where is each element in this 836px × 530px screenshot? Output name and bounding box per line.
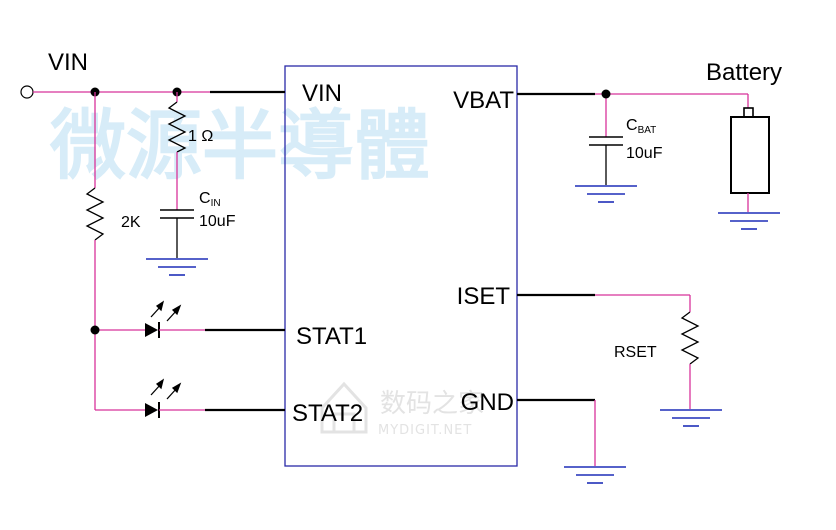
watermark-chinese-text: 微源半導體 xyxy=(49,101,430,190)
vin-rail xyxy=(20,85,285,99)
ground-symbol xyxy=(718,212,780,230)
charger-ic-body xyxy=(284,65,518,467)
cin-label-main: C xyxy=(199,190,211,207)
vin-node-label: VIN xyxy=(48,49,88,76)
gnd-branch xyxy=(517,398,596,466)
led-stat1 xyxy=(145,300,285,338)
pin-vin-label: VIN xyxy=(302,80,342,107)
battery-symbol xyxy=(730,107,770,212)
resistor-1ohm-label: 1 Ω xyxy=(188,128,213,145)
ground-symbol xyxy=(575,185,637,203)
ground-symbol xyxy=(146,258,208,276)
resistor-2k-label: 2K xyxy=(121,214,141,231)
vin-input-terminal xyxy=(20,85,34,99)
cin-value: 10uF xyxy=(199,213,236,230)
pin-stat1-label: STAT1 xyxy=(296,323,367,350)
led-triangle xyxy=(145,403,158,417)
cin-label: CIN xyxy=(199,190,221,209)
cbat-label: CBAT xyxy=(626,117,656,136)
resistor-2k xyxy=(85,187,105,241)
junction-dot xyxy=(601,89,611,99)
led-rail xyxy=(85,92,145,411)
ground-symbol xyxy=(660,409,722,427)
cin-label-sub: IN xyxy=(211,198,221,209)
watermark-cn-small: 数码之家 xyxy=(380,389,484,419)
watermark-top: 微源半導體 xyxy=(49,101,430,190)
rset-label: RSET xyxy=(614,344,657,361)
led-stat2 xyxy=(145,378,285,418)
cbat-label-sub: BAT xyxy=(638,125,657,136)
pin-stat2-label: STAT2 xyxy=(292,400,363,427)
pin-gnd-label: GND xyxy=(461,389,514,416)
watermark-bottom: 数码之家 MYDIGIT.NET xyxy=(320,381,484,438)
junction-dot xyxy=(90,325,100,335)
resistor-1ohm xyxy=(167,101,187,153)
cbat-value: 10uF xyxy=(626,145,663,162)
battery-label: Battery xyxy=(706,59,782,86)
input-filter-branch xyxy=(160,92,194,258)
led-triangle xyxy=(145,323,158,337)
light-emission-arrows-icon xyxy=(150,378,182,400)
battery-body xyxy=(730,116,770,194)
vbat-rail xyxy=(517,92,749,185)
watermark-url: MYDIGIT.NET xyxy=(378,423,472,438)
iset-branch xyxy=(517,293,700,409)
light-emission-arrows-icon xyxy=(150,300,182,322)
cbat-label-main: C xyxy=(626,117,638,134)
ground-symbol xyxy=(564,466,626,484)
resistor-rset xyxy=(680,311,700,365)
pin-iset-label: ISET xyxy=(457,283,511,310)
watermark-house-icon xyxy=(320,381,368,434)
pin-vbat-label: VBAT xyxy=(453,87,514,114)
